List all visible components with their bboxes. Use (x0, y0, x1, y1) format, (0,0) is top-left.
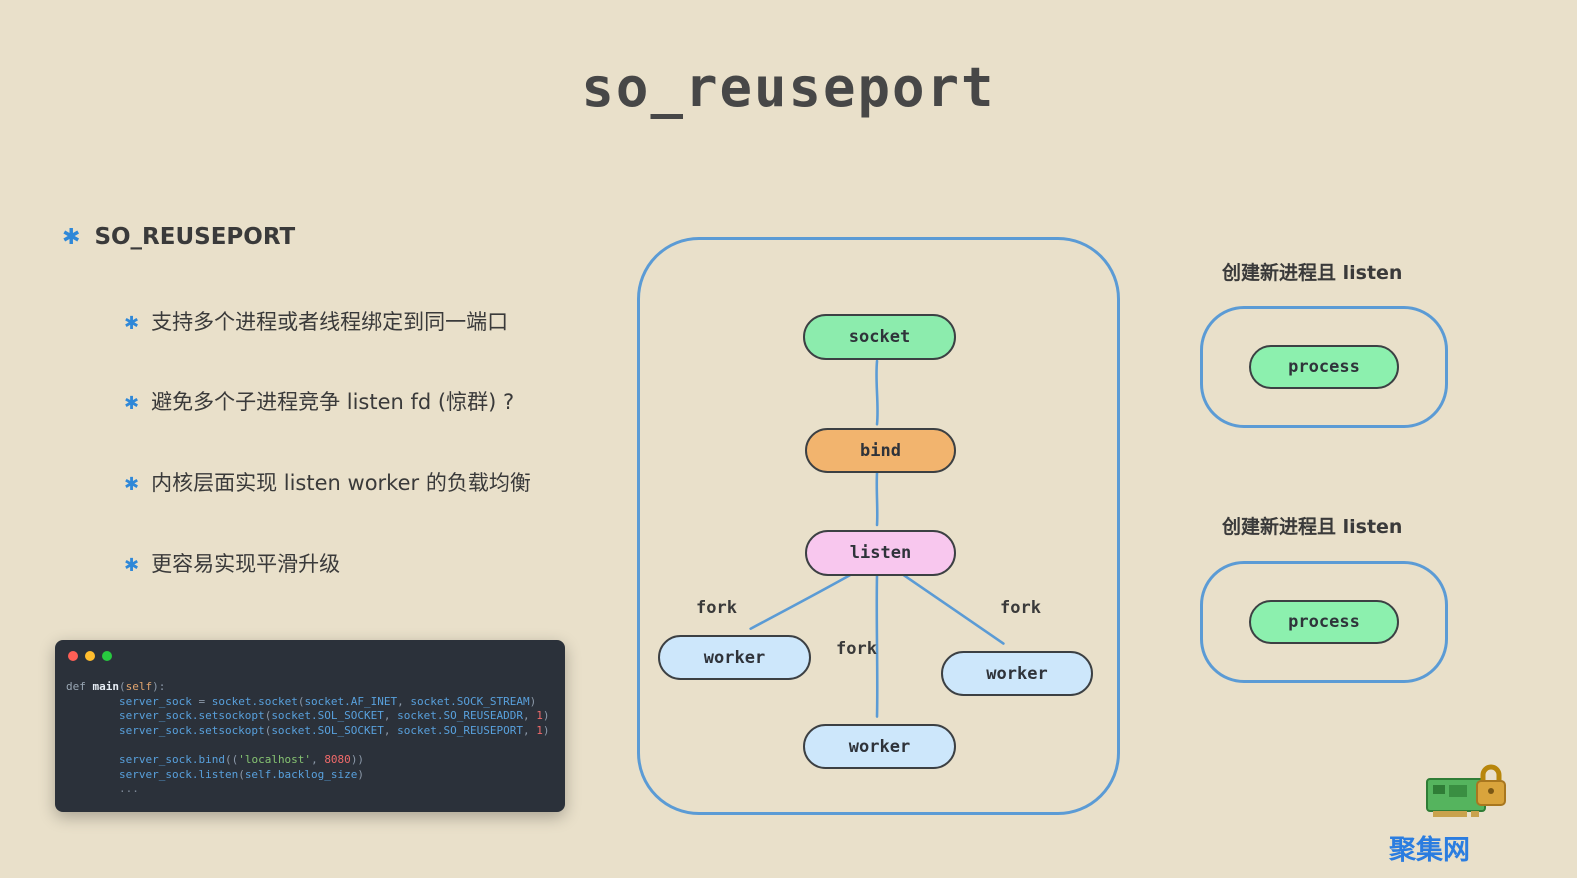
network-card-lock-icon (1426, 764, 1506, 817)
edge-listen-worker-bottom (875, 573, 879, 718)
flow-diagram-container: socket bind listen worker worker worker … (637, 237, 1120, 815)
node-worker-right: worker (941, 651, 1093, 696)
node-listen: listen (805, 530, 956, 576)
node-process-2: process (1249, 600, 1399, 644)
node-worker-bottom: worker (803, 724, 956, 769)
fork-label-right: fork (1000, 598, 1041, 618)
note-item-label: 支持多个进程或者线程绑定到同一端口 (151, 310, 509, 334)
process-panel-2: process (1200, 561, 1448, 683)
window-controls (68, 651, 112, 661)
edge-socket-bind (875, 359, 879, 426)
note-item-label: 内核层面实现 listen worker 的负载均衡 (151, 471, 531, 495)
note-item: ✱ 更容易实现平滑升级 (124, 548, 340, 578)
watermark-text: 聚集网 (1389, 835, 1470, 866)
process-panel-1: process (1200, 306, 1448, 428)
node-worker-left: worker (658, 635, 811, 680)
zoom-dot-icon (102, 651, 112, 661)
edge-listen-worker-left (749, 573, 853, 630)
flow-edges (749, 359, 1005, 718)
notes-heading-label: SO_REUSEPORT (94, 224, 296, 250)
panel-caption-1: 创建新进程且 listen (1222, 262, 1403, 284)
note-item-label: 避免多个子进程竞争 listen fd (惊群) ? (151, 390, 515, 414)
note-item-label: 更容易实现平滑升级 (151, 552, 341, 576)
minimize-dot-icon (85, 651, 95, 661)
node-socket: socket (803, 314, 956, 360)
asterisk-icon: ✱ (124, 555, 140, 576)
code-editor-window: def main(self): server_sock = socket.soc… (55, 640, 565, 812)
fork-label-left: fork (696, 598, 737, 618)
note-item: ✱ 内核层面实现 listen worker 的负载均衡 (124, 467, 531, 497)
asterisk-icon: ✱ (124, 313, 140, 334)
note-item: ✱ 支持多个进程或者线程绑定到同一端口 (124, 306, 508, 336)
node-bind: bind (805, 428, 956, 473)
notes-heading: ✱ SO_REUSEPORT (62, 224, 295, 250)
code-lines: def main(self): server_sock = socket.soc… (66, 680, 550, 796)
note-item: ✱ 避免多个子进程竞争 listen fd (惊群) ? (124, 386, 514, 416)
edge-listen-worker-right (901, 573, 1005, 645)
asterisk-icon: ✱ (62, 225, 81, 250)
fork-label-middle: fork (836, 639, 877, 659)
asterisk-icon: ✱ (124, 393, 140, 414)
page-title: so_reuseport (581, 56, 996, 119)
node-process-1: process (1249, 345, 1399, 389)
edge-bind-listen (875, 471, 879, 527)
panel-caption-2: 创建新进程且 listen (1222, 516, 1403, 538)
asterisk-icon: ✱ (124, 474, 140, 495)
close-dot-icon (68, 651, 78, 661)
